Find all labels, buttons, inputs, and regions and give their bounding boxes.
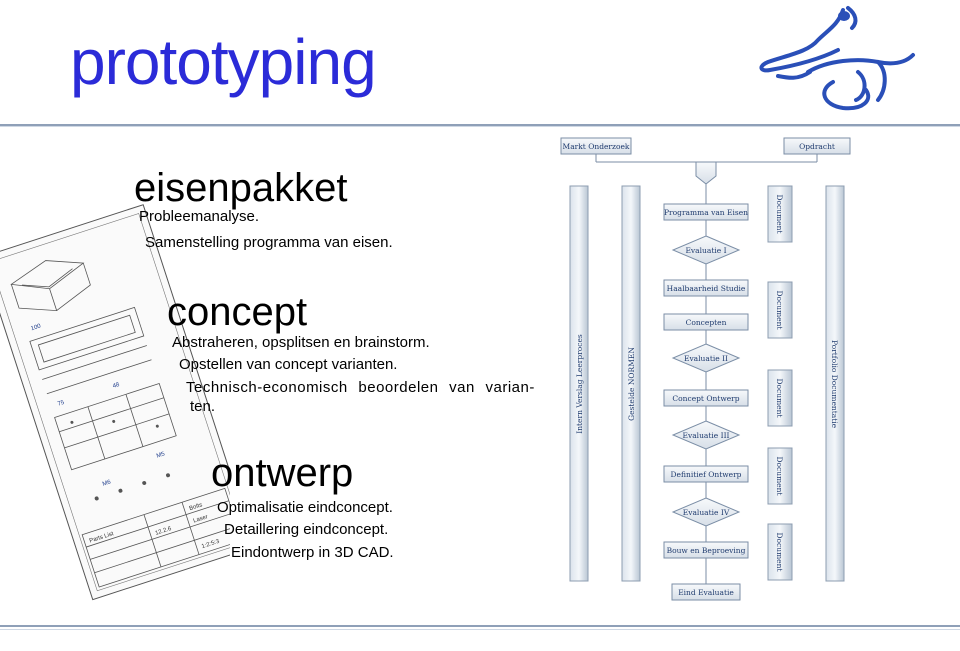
document-label-1: Document: [775, 195, 784, 234]
svg-text:Definitief Ontwerp: Definitief Ontwerp: [671, 470, 742, 479]
revision-label: 12.2.6: [155, 526, 173, 537]
merge-arrow: [695, 161, 717, 185]
ontwerp-line-1: Optimalisatie eindconcept.: [217, 499, 393, 516]
ontwerp-line-3: Eindontwerp in 3D CAD.: [231, 544, 394, 561]
laser-label: Laser: [193, 514, 209, 524]
document-bar-3: [767, 369, 793, 427]
concept-line-2: Opstellen van concept varianten.: [179, 356, 398, 373]
document-bar-1: [767, 185, 793, 243]
svg-text:M5: M5: [156, 451, 166, 459]
evaluatie-4-diamond: [671, 497, 741, 527]
bottom-rule-light: [0, 629, 960, 630]
svg-text:M6: M6: [102, 479, 112, 487]
svg-text:Haalbaarheid Studie: Haalbaarheid Studie: [667, 284, 746, 293]
step-eind-evaluatie: [671, 583, 741, 601]
document-bar-2: [767, 281, 793, 339]
ontwerp-heading: ontwerp: [211, 451, 354, 495]
top-rule-light: [0, 126, 960, 127]
step-bouw-en-beproeving: [663, 541, 749, 559]
eisenpakket-line-1: Probleemanalyse.: [139, 208, 260, 225]
svg-text:100: 100: [30, 323, 42, 332]
document-bar-5: [767, 523, 793, 581]
svg-text:Evaluatie II: Evaluatie II: [684, 354, 728, 363]
page-title: prototyping: [70, 26, 377, 98]
document-label-4: Document: [775, 457, 784, 496]
step-programma-van-eisen: [663, 203, 749, 221]
process-flowchart: Markt Onderzoek Opdracht Intern Verslag …: [560, 137, 851, 601]
markt-onderzoek-label: Markt Onderzoek: [563, 142, 630, 151]
concept-line-3: Technisch-economisch beoordelen van vari…: [186, 379, 535, 396]
top-rule: [0, 124, 960, 126]
concept-line-4: ten.: [190, 398, 216, 415]
document-label-2: Document: [775, 291, 784, 330]
concept-line-1: Abstraheren, opsplitsen en brainstorm.: [172, 334, 430, 351]
eisenpakket-line-2: Samenstelling programma van eisen.: [145, 234, 393, 251]
document-label-3: Document: [775, 379, 784, 418]
svg-text:Bouw en Beproeving: Bouw en Beproeving: [667, 546, 746, 555]
step-definitief-ontwerp: [663, 465, 749, 483]
step-concepten: [663, 313, 749, 331]
document-label-5: Document: [775, 533, 784, 572]
svg-text:Programma van Eisen: Programma van Eisen: [664, 208, 748, 217]
svg-text:Evaluatie IV: Evaluatie IV: [683, 508, 730, 517]
svg-text:Eind Evaluatie: Eind Evaluatie: [678, 588, 734, 597]
svg-text:Concepten: Concepten: [686, 318, 727, 327]
step-concept-ontwerp: [663, 389, 749, 407]
bottom-rule: [0, 625, 960, 627]
document-bar-4: [767, 447, 793, 505]
eisenpakket-heading: eisenpakket: [134, 166, 348, 210]
animal-logo-icon: [759, 6, 915, 111]
bolts-label: Bolts: [189, 502, 204, 512]
right-bar-label: Portfolio Documentatie: [830, 340, 839, 429]
left-bar-1-label: Intern Verslag Leerproces: [575, 334, 584, 434]
right-bar: [825, 185, 845, 582]
left-bar-2-label: Gestelde NORMEN: [627, 347, 636, 421]
scale-label: 1:2:5:3: [201, 539, 221, 551]
svg-text:Concept Ontwerp: Concept Ontwerp: [672, 394, 739, 403]
ontwerp-line-2: Detaillering eindconcept.: [224, 521, 389, 538]
svg-text:48: 48: [112, 382, 121, 390]
step-haalbaarheid-studie: [663, 279, 749, 297]
svg-text:Evaluatie I: Evaluatie I: [685, 246, 726, 255]
opdracht-label: Opdracht: [799, 142, 835, 151]
left-bar-2: [621, 185, 641, 582]
evaluatie-3-diamond: [671, 420, 741, 450]
svg-text:75: 75: [57, 400, 66, 408]
left-bar-1: [569, 185, 589, 582]
concept-heading: concept: [167, 290, 308, 334]
evaluatie-1-diamond: [671, 235, 741, 265]
evaluatie-2-diamond: [671, 343, 741, 373]
svg-text:Evaluatie III: Evaluatie III: [682, 431, 729, 440]
